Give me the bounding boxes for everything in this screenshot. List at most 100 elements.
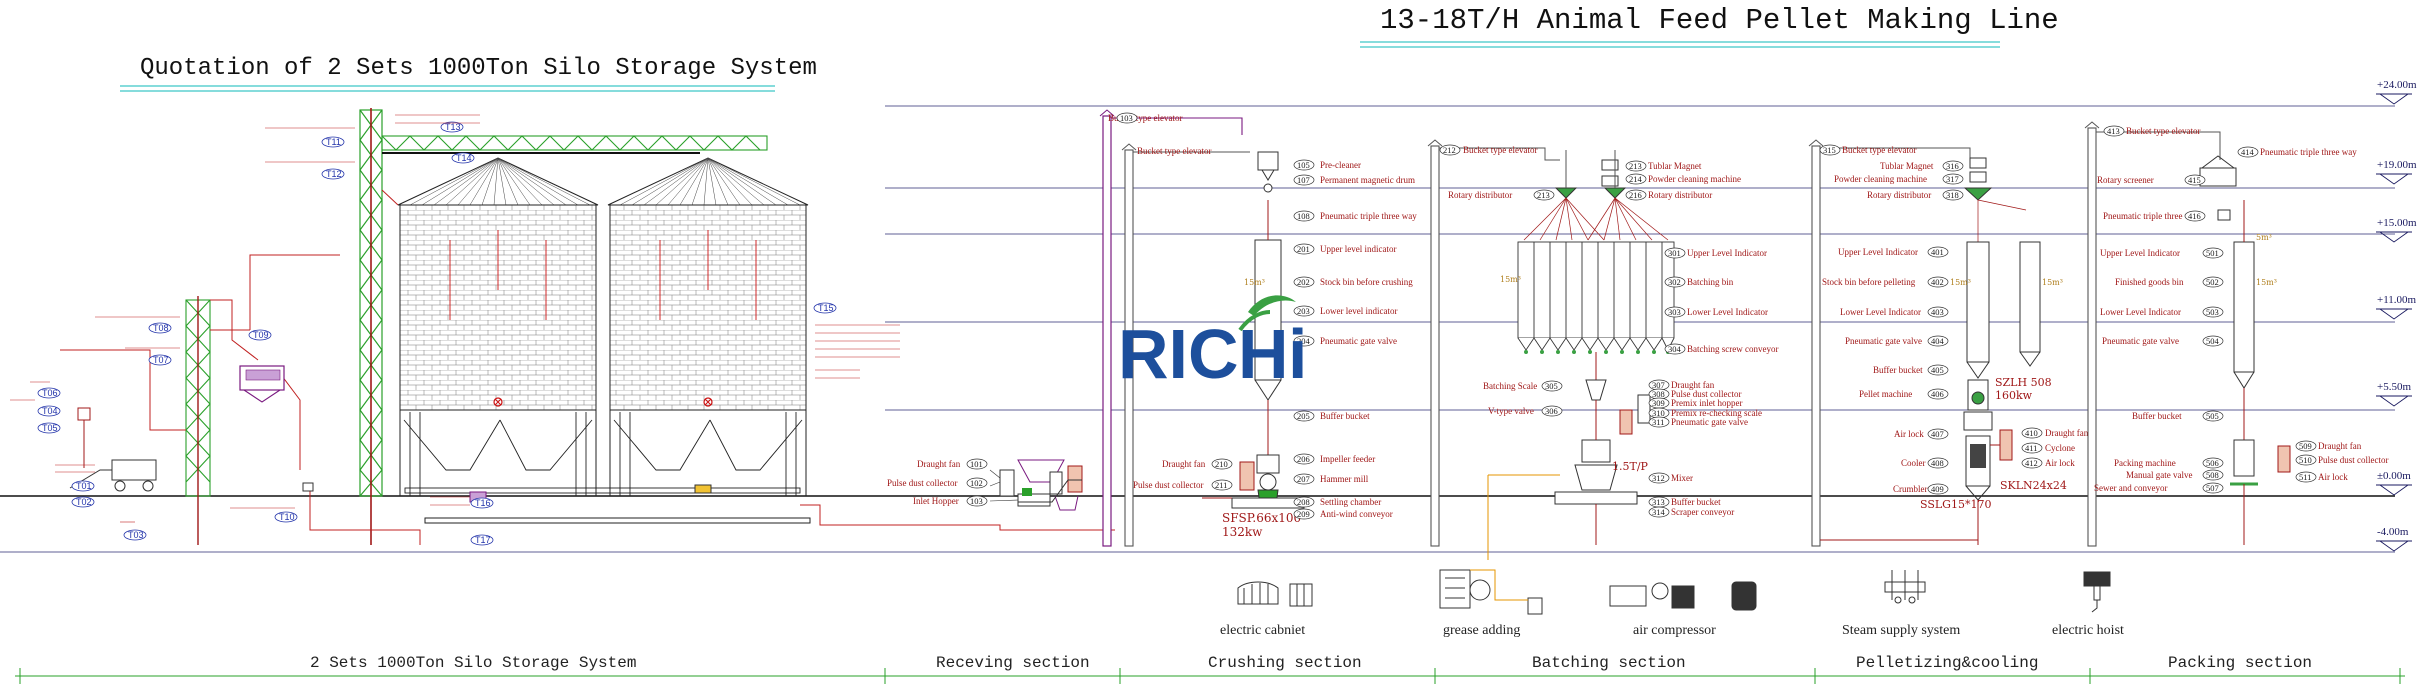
svg-text:Settling chamber: Settling chamber [1320, 497, 1381, 507]
svg-text:air compressor: air compressor [1633, 623, 1716, 638]
level-label: +11.00m [2377, 294, 2417, 306]
svg-text:505: 505 [2206, 411, 2219, 421]
svg-text:Pneumatic gate valve: Pneumatic gate valve [1320, 336, 1397, 346]
svg-text:Lower level indicator: Lower level indicator [1320, 306, 1397, 316]
svg-text:Air lock: Air lock [2045, 458, 2075, 468]
num-103: 103 [966, 495, 988, 507]
svg-text:Finished goods bin: Finished goods bin [2115, 277, 2184, 287]
svg-text:Air lock: Air lock [2318, 472, 2348, 482]
svg-text:Batching Scale: Batching Scale [1483, 381, 1537, 391]
tag-T03: T03 [123, 529, 147, 541]
svg-text:Pre-cleaner: Pre-cleaner [1320, 160, 1361, 170]
svg-text:305: 305 [1545, 381, 1558, 391]
main-title: 13-18T/H Animal Feed Pellet Making Line [1380, 4, 2059, 37]
svg-text:108: 108 [1297, 211, 1310, 221]
grease-adding-unit [1439, 569, 1543, 615]
silo-top-gallery [381, 135, 768, 151]
svg-text:T02: T02 [76, 497, 92, 507]
svg-text:SZLH 508: SZLH 508 [1995, 376, 2052, 389]
svg-text:402: 402 [1931, 277, 1944, 287]
svg-text:160kw: 160kw [1995, 389, 2033, 402]
svg-text:503: 503 [2206, 307, 2219, 317]
receiving-dust-collectors [999, 465, 1083, 511]
tag-T05: T05 [37, 422, 61, 434]
svg-text:Stock bin before pelleting: Stock bin before pelleting [1822, 277, 1916, 287]
svg-text:301: 301 [1668, 248, 1681, 258]
svg-text:1.5T/P: 1.5T/P [1612, 460, 1649, 473]
svg-text:electric cabniet: electric cabniet [1220, 623, 1305, 638]
section-label: Receving section [936, 654, 1090, 672]
tag-T11: T11 [321, 136, 345, 148]
svg-text:Draught fan: Draught fan [2318, 441, 2362, 451]
svg-text:204: 204 [1297, 336, 1311, 346]
svg-text:414: 414 [2241, 147, 2255, 157]
svg-text:Lower Level Indicator: Lower Level Indicator [1840, 307, 1921, 317]
svg-text:15m³: 15m³ [1500, 275, 1521, 284]
level-triangle [2376, 540, 2412, 552]
svg-text:Mixer: Mixer [1671, 473, 1693, 483]
svg-text:Draught fan: Draught fan [2045, 428, 2089, 438]
svg-text:Batching bin: Batching bin [1687, 277, 1734, 287]
silo-system: T11 T12 T13 T14 T15 T08 T07 T09 T06 T04 … [10, 108, 1115, 546]
svg-text:Premix inlet hopper: Premix inlet hopper [1671, 398, 1743, 408]
svg-text:311: 311 [1652, 417, 1664, 427]
batching-bins [1517, 241, 1675, 352]
tag-T07: T07 [148, 354, 172, 366]
svg-text:Pneumatic triple three way: Pneumatic triple three way [1320, 211, 1417, 221]
pelletizing-section: 15m³ 15m³ Bucket type elevator Tublar Ma… [1808, 139, 2089, 547]
svg-text:310: 310 [1652, 408, 1665, 418]
level-label: +19.00m [2377, 159, 2417, 171]
level-triangle [2376, 173, 2412, 185]
svg-text:Pneumatic gate valve: Pneumatic gate valve [1671, 417, 1748, 427]
svg-text:15m³: 15m³ [2042, 278, 2063, 287]
silo-pipes [60, 189, 1115, 545]
svg-text:SKLN24x24: SKLN24x24 [2000, 479, 2067, 492]
svg-text:408: 408 [1931, 458, 1944, 468]
receiving-section: Draught fan Pulse dust collector Inlet H… [887, 458, 1083, 511]
level-markers: +24.00m +19.00m +15.00m +11.00m +5.50m ±… [2376, 79, 2417, 552]
svg-text:214: 214 [1629, 174, 1643, 184]
svg-text:Rotary distributor: Rotary distributor [1867, 190, 1931, 200]
svg-text:T17: T17 [475, 535, 491, 545]
svg-text:203: 203 [1297, 306, 1310, 316]
svg-text:T09: T09 [253, 330, 269, 340]
svg-text:Bucket type elevator: Bucket type elevator [1137, 146, 1211, 156]
svg-text:Stock bin before crushing: Stock bin before crushing [1320, 277, 1413, 287]
svg-text:210: 210 [1215, 459, 1228, 469]
svg-text:212: 212 [1443, 145, 1456, 155]
level-triangle [2376, 93, 2412, 105]
silo-right [607, 157, 809, 496]
silo-left [397, 157, 599, 496]
svg-text:403: 403 [1931, 307, 1944, 317]
svg-text:Air lock: Air lock [1894, 429, 1924, 439]
svg-text:Bucket type elevator: Bucket type elevator [2126, 126, 2200, 136]
svg-text:Rotary screener: Rotary screener [2097, 175, 2154, 185]
svg-text:T08: T08 [153, 323, 169, 333]
svg-text:Pulse dust collector: Pulse dust collector [2318, 455, 2389, 465]
svg-text:Pneumatic triple three way: Pneumatic triple three way [2103, 211, 2200, 221]
svg-text:208: 208 [1297, 497, 1310, 507]
svg-text:306: 306 [1545, 406, 1558, 416]
silo-precleaner [239, 365, 285, 403]
svg-text:Premix re-checking scale: Premix re-checking scale [1671, 408, 1762, 418]
svg-text:i: i [1288, 315, 1307, 393]
svg-text:318: 318 [1946, 190, 1959, 200]
svg-text:213: 213 [1629, 161, 1642, 171]
tag-T06: T06 [37, 387, 61, 399]
svg-text:H: H [1238, 315, 1289, 393]
richi-logo: RIC H i [1118, 295, 1307, 393]
svg-text:Draught fan: Draught fan [1671, 380, 1715, 390]
tag-T15: T15 [813, 302, 837, 314]
svg-text:Impeller feeder: Impeller feeder [1320, 454, 1375, 464]
svg-text:132kw: 132kw [1222, 525, 1263, 539]
svg-text:Sewer and conveyor: Sewer and conveyor [2094, 483, 2167, 493]
silo-tags: T11 T12 T13 T14 T15 T08 T07 T09 T06 T04 … [37, 121, 837, 546]
svg-text:Bucket type elevator: Bucket type elevator [1463, 145, 1537, 155]
svg-text:207: 207 [1297, 474, 1310, 484]
svg-text:Scraper conveyor: Scraper conveyor [1671, 507, 1734, 517]
svg-text:312: 312 [1652, 473, 1665, 483]
svg-text:216: 216 [1629, 190, 1642, 200]
svg-text:309: 309 [1652, 398, 1665, 408]
svg-text:T13: T13 [445, 122, 461, 132]
svg-text:315: 315 [1823, 145, 1836, 155]
